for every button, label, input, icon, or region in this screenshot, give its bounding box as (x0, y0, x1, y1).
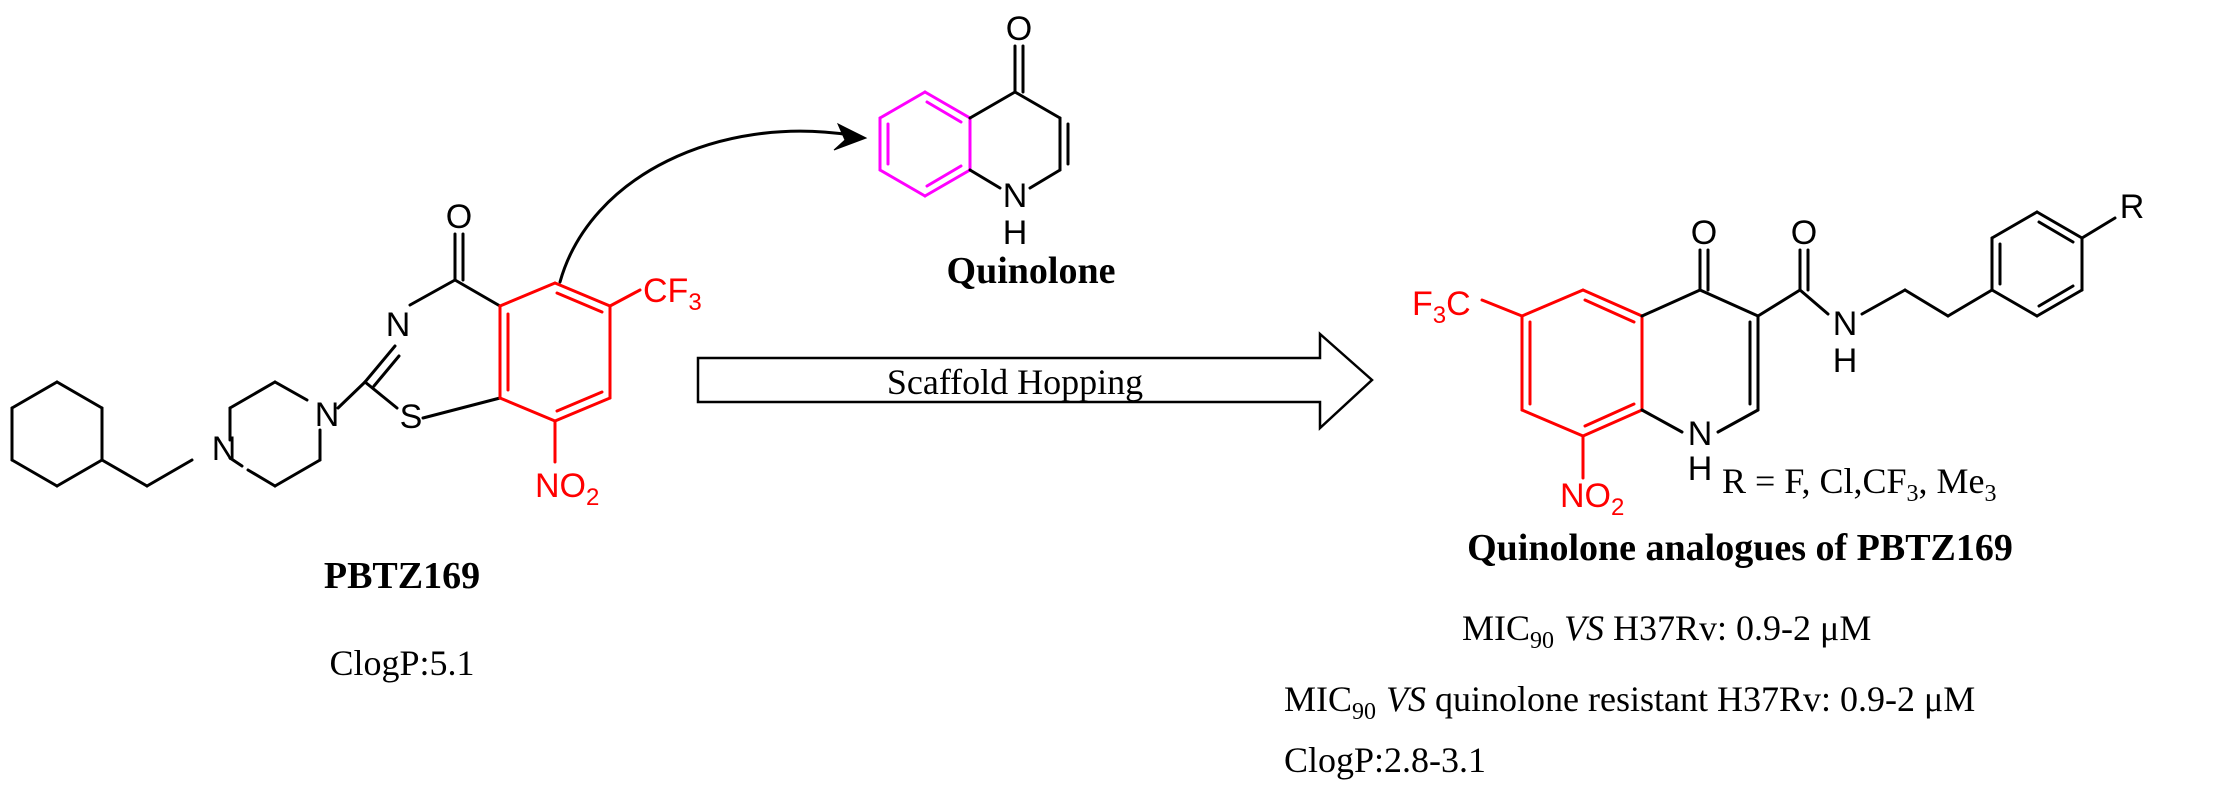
pbtz169-clogp: ClogP:5.1 (329, 643, 474, 683)
pbtz169-atom-n-ring: N (386, 306, 411, 344)
quinolone-label: Quinolone (947, 250, 1116, 292)
quinolone-atom-h: H (1003, 214, 1028, 252)
analogue-pyridone-ring (1640, 248, 1760, 434)
analogue-nitro-benzo-ring (1480, 288, 1644, 480)
pbtz169-label: PBTZ169 (324, 555, 480, 597)
thiazinone-ring (363, 232, 502, 420)
pbtz169-atom-o: O (446, 198, 472, 236)
quinolone-pyridone-ring (968, 44, 1070, 190)
quinolone-atom-n: N (1003, 177, 1028, 215)
analogue-atom-n-ring: N (1688, 415, 1713, 453)
pbtz169-atom-s: S (400, 398, 423, 436)
pbtz169-no2-group: NO2 (535, 467, 599, 511)
analogue-no2-group: NO2 (1560, 477, 1624, 521)
curved-arrow (558, 122, 868, 284)
analogues-clogp: ClogP:2.8-3.1 (1284, 740, 1486, 780)
analogue-f3c-group: F3C (1412, 285, 1471, 329)
analogue-atom-h-ring: H (1688, 450, 1713, 488)
analogue-atom-o-ring: O (1691, 214, 1717, 252)
piperazine-ring (228, 380, 367, 488)
analogue-atom-r: R (2120, 188, 2145, 226)
analogues-label: Quinolone analogues of PBTZ169 (1467, 527, 2013, 569)
r-substituent-definition: R = F, Cl,CF3, Me3 (1722, 461, 1997, 507)
quinolone-benzene-ring (878, 90, 972, 198)
pbtz169-structure (10, 232, 642, 488)
scaffold-hopping-arrow (696, 331, 1374, 431)
quinolone-structure (878, 44, 1070, 198)
pbtz169-cf3-group: CF3 (643, 272, 702, 316)
pbtz169-atom-n-piperazine-right: N (315, 396, 340, 434)
analogue-atom-n-amide: N (1833, 305, 1858, 343)
analogue-atom-h-amide: H (1833, 342, 1858, 380)
scaffold-hopping-label: Scaffold Hopping (887, 362, 1143, 402)
cyclohexyl-ring (10, 380, 194, 488)
phenyl-ring (1990, 210, 2117, 318)
amide-linker (1756, 248, 1994, 318)
analogue-atom-o-amide: O (1791, 214, 1817, 252)
nitro-benzo-ring (498, 281, 642, 464)
analogue-structure (1480, 210, 2117, 480)
pbtz169-atom-n-piperazine-left: N (212, 430, 237, 468)
quinolone-atom-o: O (1006, 10, 1032, 48)
